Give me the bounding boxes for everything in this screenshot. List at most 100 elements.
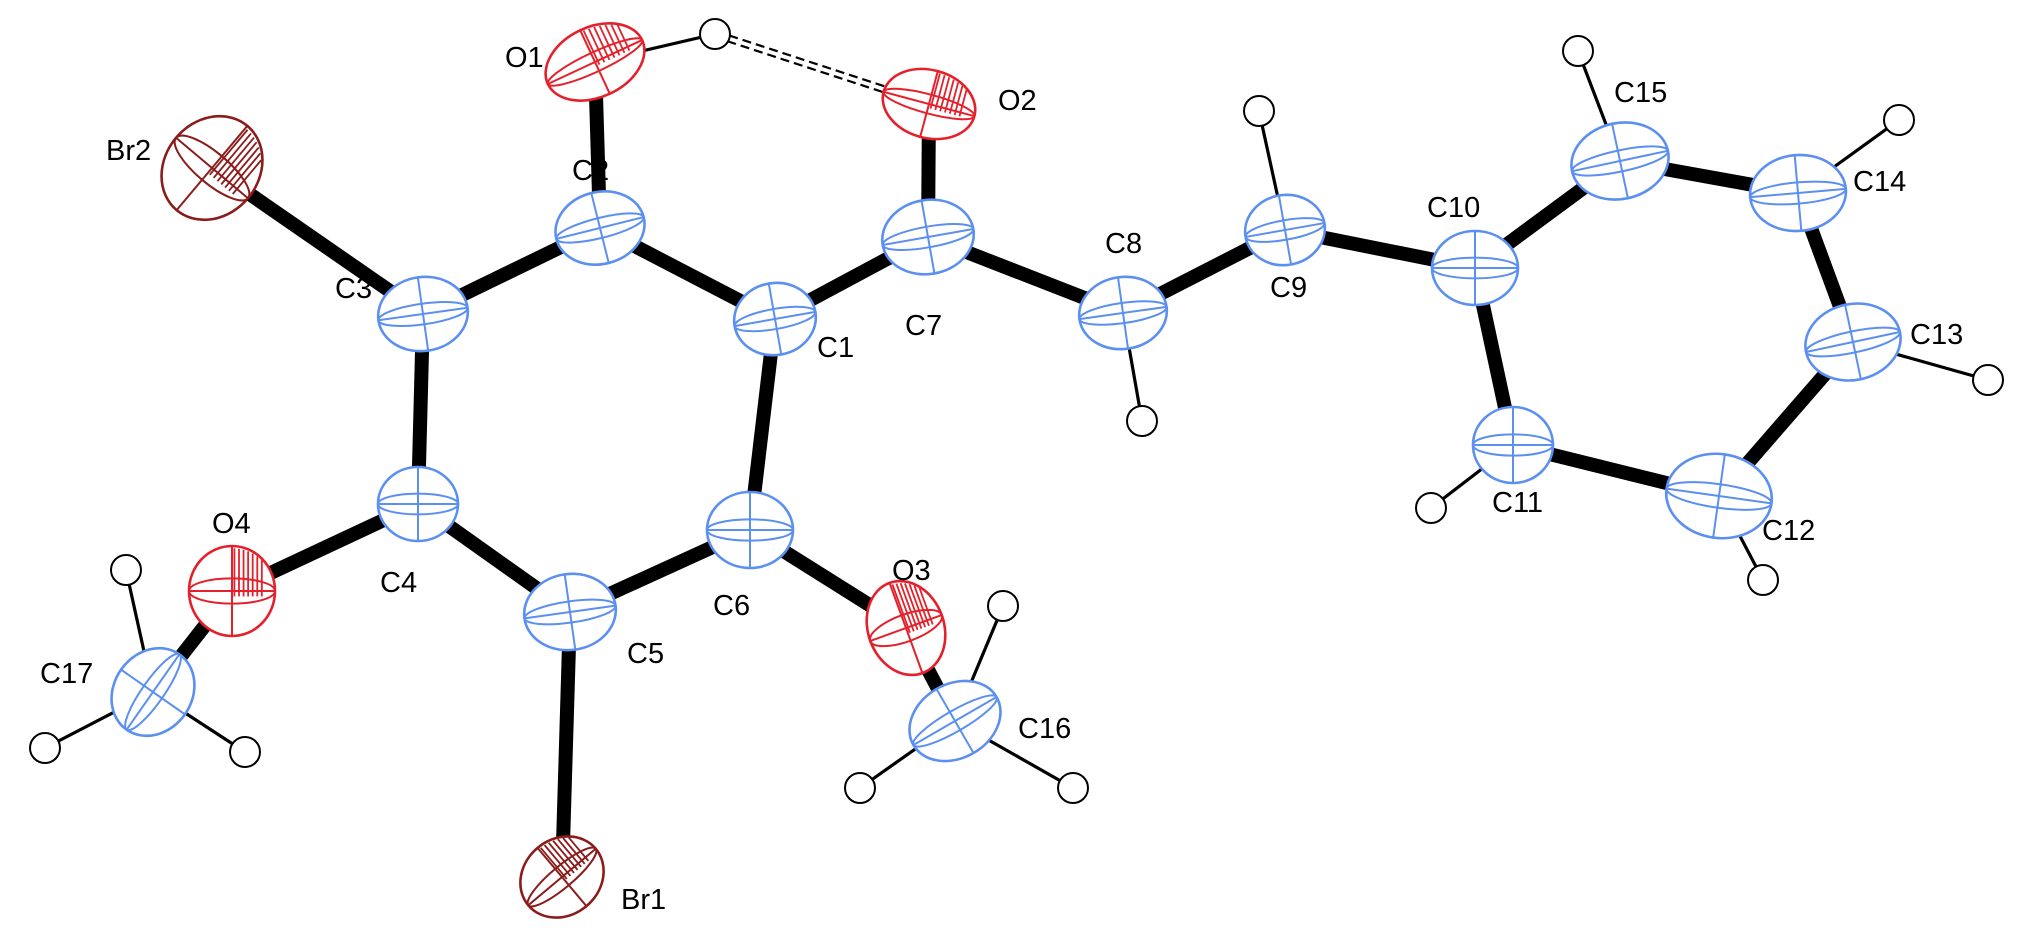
hatch-line xyxy=(891,584,911,633)
hatch-line xyxy=(232,159,262,195)
atom-label-o4: O4 xyxy=(212,508,251,540)
hatch-line xyxy=(582,30,601,65)
atom-c16 xyxy=(908,679,1002,763)
hydrogen-atom-h-c16-9 xyxy=(844,772,876,804)
atom-c9 xyxy=(1243,193,1327,267)
atom-label-c10: C10 xyxy=(1427,192,1480,224)
hydrogen-atom-h-c15-7 xyxy=(1562,35,1594,67)
hydrogen-atom-h-c17-13 xyxy=(229,736,261,768)
atom-c6 xyxy=(705,490,795,570)
hatch-line xyxy=(934,74,946,111)
atom-o4 xyxy=(187,544,277,638)
hydrogen-atom-h-c14-6 xyxy=(1883,104,1915,136)
atom-hatch-o4 xyxy=(233,548,263,597)
atom-axis-minor-o3 xyxy=(888,582,924,674)
hatch-line xyxy=(212,132,252,179)
atom-label-c1: C1 xyxy=(817,332,854,364)
hatch-line xyxy=(209,129,249,176)
atom-o1 xyxy=(544,22,646,102)
atom-label-c6: C6 xyxy=(713,590,750,622)
atom-axis-minor-c7 xyxy=(920,200,936,274)
atom-ring-c10 xyxy=(1431,256,1519,280)
atom-ring-br1 xyxy=(526,846,598,908)
atom-c1 xyxy=(732,281,818,357)
hatch-line xyxy=(543,844,572,877)
atom-ring-c14 xyxy=(1749,180,1847,206)
hatch-line xyxy=(944,79,955,113)
atom-ring-o4 xyxy=(188,577,276,605)
hatch-line xyxy=(929,73,941,109)
atom-axis-minor-c15 xyxy=(1611,123,1629,199)
atom-axis-minor-c1 xyxy=(767,283,783,355)
hatch-line xyxy=(593,26,611,61)
hatch-line xyxy=(587,28,606,63)
atom-label-c16: C16 xyxy=(1018,713,1071,745)
hatch-line xyxy=(913,585,930,627)
atom-ring-c7 xyxy=(881,223,975,251)
atom-label-o1: O1 xyxy=(505,42,544,74)
atom-label-c15: C15 xyxy=(1614,77,1667,109)
hydrogen-atom-h-c16-10 xyxy=(1057,772,1089,804)
hatch-line xyxy=(548,842,575,874)
hydrogen-atom-h-c9-2 xyxy=(1243,95,1275,127)
hydrogen-bond-line-1 xyxy=(713,35,891,96)
atom-label-c3: C3 xyxy=(335,273,372,305)
atom-ring-c8 xyxy=(1078,300,1168,326)
atom-axis-minor-c16 xyxy=(935,688,975,754)
atom-label-c5: C5 xyxy=(627,638,664,670)
atom-c17 xyxy=(110,646,196,738)
atom-br1 xyxy=(519,835,605,919)
atom-label-c9: C9 xyxy=(1270,272,1307,304)
hatch-line xyxy=(610,24,626,54)
hatch-line xyxy=(557,838,582,868)
atom-label-c8: C8 xyxy=(1105,228,1142,260)
atom-ring-o1 xyxy=(546,37,644,87)
atom-o3 xyxy=(865,579,947,677)
atom-label-c7: C7 xyxy=(905,310,942,342)
atom-c5 xyxy=(522,572,618,652)
atom-c2 xyxy=(554,190,646,266)
hydrogen-atom-h-c11-3 xyxy=(1415,492,1447,524)
atom-o2 xyxy=(881,67,977,141)
atom-ring-c6 xyxy=(706,518,794,542)
atom-ring-c13 xyxy=(1804,326,1902,358)
hatch-line xyxy=(540,847,568,880)
atom-ring-c4 xyxy=(377,492,459,516)
hatch-line xyxy=(552,840,579,871)
atom-label-o3: O3 xyxy=(892,555,931,587)
atom-label-c12: C12 xyxy=(1762,515,1815,547)
atom-c8 xyxy=(1077,275,1169,351)
hydrogen-atom-h-c12-4 xyxy=(1747,564,1779,596)
hatch-line xyxy=(953,85,964,116)
atom-axis-minor-o2 xyxy=(919,70,939,138)
atom-axis-minor-c8 xyxy=(1116,277,1130,349)
atom-ring-c2 xyxy=(555,212,645,244)
atom-label-c11: C11 xyxy=(1492,487,1543,519)
hatch-line xyxy=(220,141,258,185)
hatch-line xyxy=(562,837,586,865)
atom-label-o2: O2 xyxy=(998,85,1037,117)
atom-hatch-br2 xyxy=(209,129,262,195)
atom-ring-c12 xyxy=(1665,481,1773,511)
atom-label-c14: C14 xyxy=(1853,166,1906,198)
atom-label-c17: C17 xyxy=(40,658,93,690)
atom-ring-o3 xyxy=(868,608,944,648)
hydrogen-atom-h-c13-5 xyxy=(1972,364,2004,396)
atom-axis-minor-c12 xyxy=(1712,454,1726,538)
atom-br2 xyxy=(160,114,264,222)
hatch-line xyxy=(939,76,951,112)
atom-ring-c17 xyxy=(124,652,182,732)
hatch-line xyxy=(904,583,923,629)
hatch-line xyxy=(918,587,934,625)
hydrogen-atom-h-c17-11 xyxy=(110,554,142,586)
hatch-line xyxy=(948,82,960,115)
atom-label-c2: C2 xyxy=(572,155,609,187)
hatch-line xyxy=(228,152,262,192)
atom-axis-minor-br2 xyxy=(175,125,249,211)
hatch-line xyxy=(908,583,927,628)
hydrogen-bond-line-0 xyxy=(715,30,893,90)
hatch-line xyxy=(216,136,255,182)
atom-axis-minor-br1 xyxy=(536,847,588,907)
hydrogen-atom-h-c16-8 xyxy=(987,590,1019,622)
